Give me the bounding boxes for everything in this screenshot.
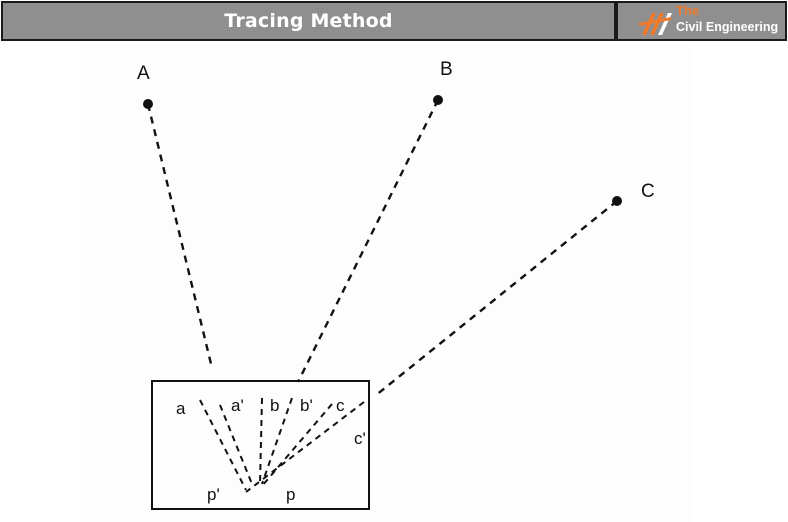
sheet-label-a-prime: a' bbox=[231, 396, 244, 415]
title-bar: Tracing Method bbox=[1, 1, 616, 41]
sheet-ray-a bbox=[199, 399, 247, 491]
station-point-b bbox=[433, 95, 443, 105]
logo-stripes-icon bbox=[639, 13, 672, 35]
sheet-ray-b bbox=[259, 397, 263, 485]
sheet-label-b-prime: b' bbox=[300, 396, 313, 415]
ray-b-line bbox=[296, 99, 440, 383]
station-point-c bbox=[612, 196, 622, 206]
ray-a-line bbox=[146, 103, 214, 369]
station-point-a bbox=[143, 99, 153, 109]
tracing-diagram: A B C a a' b b' c c' p' p bbox=[80, 45, 692, 522]
logo-text-the: The bbox=[676, 3, 700, 18]
plane-table-sheet bbox=[151, 380, 370, 510]
brand-logo[interactable]: The Civil Engineering bbox=[616, 1, 787, 41]
sheet-ray-a-prime bbox=[219, 404, 253, 485]
page-title: Tracing Method bbox=[224, 10, 393, 32]
station-label-c: C bbox=[641, 181, 655, 202]
sheet-label-c: c bbox=[336, 396, 345, 415]
diagram-background bbox=[80, 45, 692, 522]
sheet-ray-b-prime bbox=[261, 397, 293, 485]
logo-text-name: Civil Engineering bbox=[676, 20, 779, 34]
sheet-ray-c bbox=[261, 403, 333, 487]
station-label-b: B bbox=[440, 59, 453, 80]
sheet-ray-c-prime bbox=[245, 401, 365, 493]
sheet-label-p: p bbox=[286, 485, 295, 504]
header: Tracing Method The Civil Engineering bbox=[0, 0, 788, 43]
sheet-label-a: a bbox=[176, 399, 186, 418]
sheet-label-c-prime: c' bbox=[354, 429, 366, 448]
sheet-label-b: b bbox=[270, 396, 279, 415]
sheet-label-p-prime: p' bbox=[207, 485, 220, 504]
station-label-a: A bbox=[137, 63, 150, 84]
